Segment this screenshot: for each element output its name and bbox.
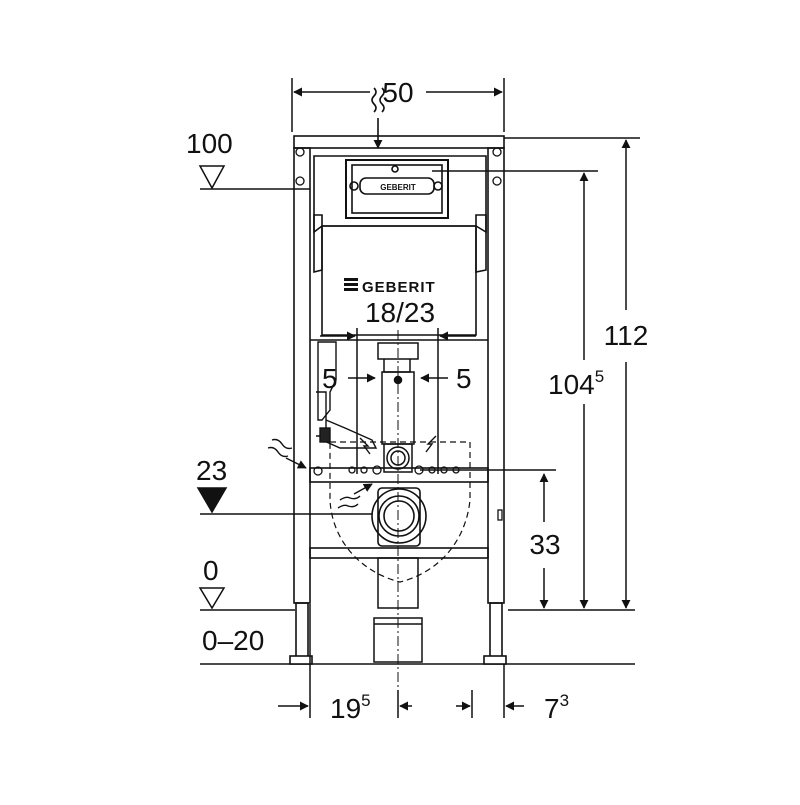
supply-hose [321, 419, 378, 449]
drain-ring-outer [371, 488, 427, 544]
level-high-label: 100 [186, 128, 233, 159]
level-mid-marker [196, 487, 372, 515]
brand-logo: GEBERIT [344, 278, 436, 296]
brand-logo-text: GEBERIT [362, 279, 436, 296]
water-symbol-top [371, 87, 385, 149]
dim-frame-height-main: 104 [548, 369, 595, 400]
flush-plate-screw-top [391, 165, 399, 173]
dim-bottom-left-sup: 5 [361, 691, 370, 710]
supply-valve-handle [319, 427, 331, 443]
cistern-body [321, 225, 477, 336]
dim-total-height-label: 112 [604, 320, 649, 351]
anchor-mid-right [492, 176, 502, 186]
supply-valve-body [317, 341, 337, 421]
frame-right-upright [487, 147, 505, 604]
dim-width-label: 50 [382, 77, 413, 108]
waste-symbol [337, 483, 373, 509]
drain-connector-body [377, 487, 421, 547]
dim-bottom-right-sup: 3 [560, 691, 569, 710]
frame-crossbar-lower [309, 547, 489, 559]
bolt-hole-2 [348, 466, 356, 474]
frame-anchors [295, 147, 503, 521]
frame-left-foot-plate [289, 655, 313, 665]
bolt-hole-3 [360, 466, 368, 474]
dim-bottom-left-label: 195 [330, 691, 371, 724]
floor-lines [200, 609, 635, 665]
dim-drain-height-lines [420, 469, 556, 609]
bolt-hole-1 [313, 466, 323, 476]
dim-bottom-right-label: 73 [544, 691, 569, 724]
dim-frame-height-label: 1045 [548, 367, 604, 400]
brand-logo-mark [344, 278, 358, 291]
frame-crossbar-upper [309, 467, 489, 483]
dim-bolt-offset-left-label: 5 [322, 363, 338, 394]
drain-connector [371, 487, 427, 547]
anchor-top-right [492, 147, 502, 157]
supply-valve [316, 341, 378, 449]
dim-width-lines [291, 78, 505, 132]
water-symbol-left [267, 438, 307, 469]
bolt-hole-4 [372, 465, 382, 475]
frame-top-rail [293, 135, 505, 149]
frame-left-foot-tube [295, 602, 309, 662]
cistern-left-clip [313, 214, 323, 274]
flush-plate-frame [345, 159, 449, 219]
dim-bottom-lines [278, 604, 524, 718]
dim-bolt-spacing-lines [320, 328, 476, 474]
level-high-marker [198, 165, 310, 190]
dim-frame-height-sup: 5 [595, 367, 604, 386]
flush-pipe-neck [383, 359, 411, 373]
dim-frame-height-lines [432, 170, 598, 609]
drain-ring-inner [383, 500, 415, 532]
dim-bottom-left-main: 19 [330, 693, 361, 724]
anchor-top-left [295, 147, 305, 157]
dim-total-height-lines [504, 137, 640, 609]
frame-right-foot-plate [483, 655, 507, 665]
anchor-slot-right [497, 509, 503, 521]
flush-plate-screw-left [349, 181, 359, 191]
flush-plate-brand: GEBERIT [380, 183, 416, 192]
level-mid-label: 23 [196, 455, 227, 486]
floor-range-label: 0–20 [202, 625, 264, 656]
dim-bolt-spacing-label: 18/23 [365, 297, 435, 328]
cistern [313, 155, 487, 336]
anchor-mid-left [295, 176, 305, 186]
toilet-bowl-outline [329, 441, 471, 583]
frame-right-foot-tube [489, 602, 503, 662]
frame-left-upright [293, 147, 311, 604]
dim-drain-height-label: 33 [529, 529, 560, 560]
dim-bottom-right-main: 7 [544, 693, 560, 724]
cistern-right-clip [475, 214, 487, 273]
water-symbol-bolt [359, 435, 437, 455]
dim-bolt-offset-right-label: 5 [456, 363, 472, 394]
drain-ring-mid [378, 495, 420, 537]
flush-plate-screw-right [433, 181, 443, 191]
level-zero-marker [198, 587, 226, 610]
level-zero-label: 0 [203, 555, 219, 586]
